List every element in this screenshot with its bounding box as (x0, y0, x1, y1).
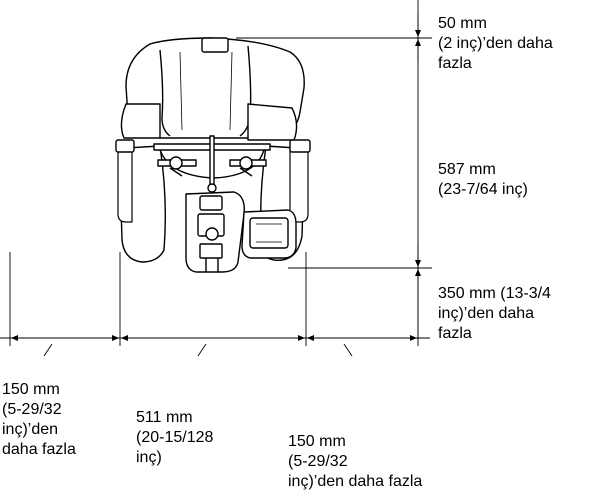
hood-inner-left (159, 49, 171, 137)
top-clearance-line-1: 50 mm (438, 15, 487, 32)
leader-width (197, 343, 207, 357)
left-clearance-line-3: inç)’den (2, 421, 59, 438)
top-clearance-label: 50 mm (2 inç)’den daha fazla (438, 14, 553, 74)
machine-height-label: 587 mm (23-7/64 inç) (438, 160, 528, 200)
left-clearance-line-1: 150 mm (2, 381, 60, 398)
horizontal-dimension (0, 252, 430, 357)
machine-height-line-1: 587 mm (438, 161, 496, 178)
right-clearance-line-1: 150 mm (288, 433, 346, 450)
machine-width-line-2: (20-15/128 (136, 429, 214, 446)
top-clearance-line-3: fazla (438, 55, 472, 72)
left-clearance-line-4: daha fazla (2, 441, 76, 458)
left-clearance-label: 150 mm (5-29/32 inç)’den daha fazla (2, 380, 76, 460)
right-shelf (247, 103, 298, 141)
bottom-clearance-label: 350 mm (13-3/4 inç)’den daha fazla (438, 284, 551, 344)
machine-width-label: 511 mm (20-15/128 inç) (136, 408, 213, 468)
hood-cap (201, 37, 229, 53)
machine-width-line-3: inç) (136, 449, 162, 466)
right-clearance-label: 150 mm (5-29/32 inç)’den daha fazla (288, 432, 422, 492)
leader-right (343, 343, 353, 357)
machine-width-line-1: 511 mm (136, 409, 193, 426)
machine-height-line-2: (23-7/64 inç) (438, 181, 528, 198)
left-clearance-line-2: (5-29/32 (2, 401, 62, 418)
top-clearance-line-2: (2 inç)’den daha (438, 35, 553, 52)
right-clearance-line-3: inç)’den daha fazla (288, 473, 423, 490)
machine-rear-view (115, 37, 311, 273)
vertical-dimension (236, 0, 432, 340)
bottom-clearance-line-3: fazla (438, 325, 472, 342)
leader-left (43, 343, 53, 357)
right-clearance-line-2: (5-29/32 (288, 453, 348, 470)
bottom-clearance-line-1: 350 mm (13-3/4 (438, 285, 551, 302)
bottom-clearance-line-2: inç)’den daha (438, 305, 535, 322)
left-shelf (120, 103, 161, 139)
